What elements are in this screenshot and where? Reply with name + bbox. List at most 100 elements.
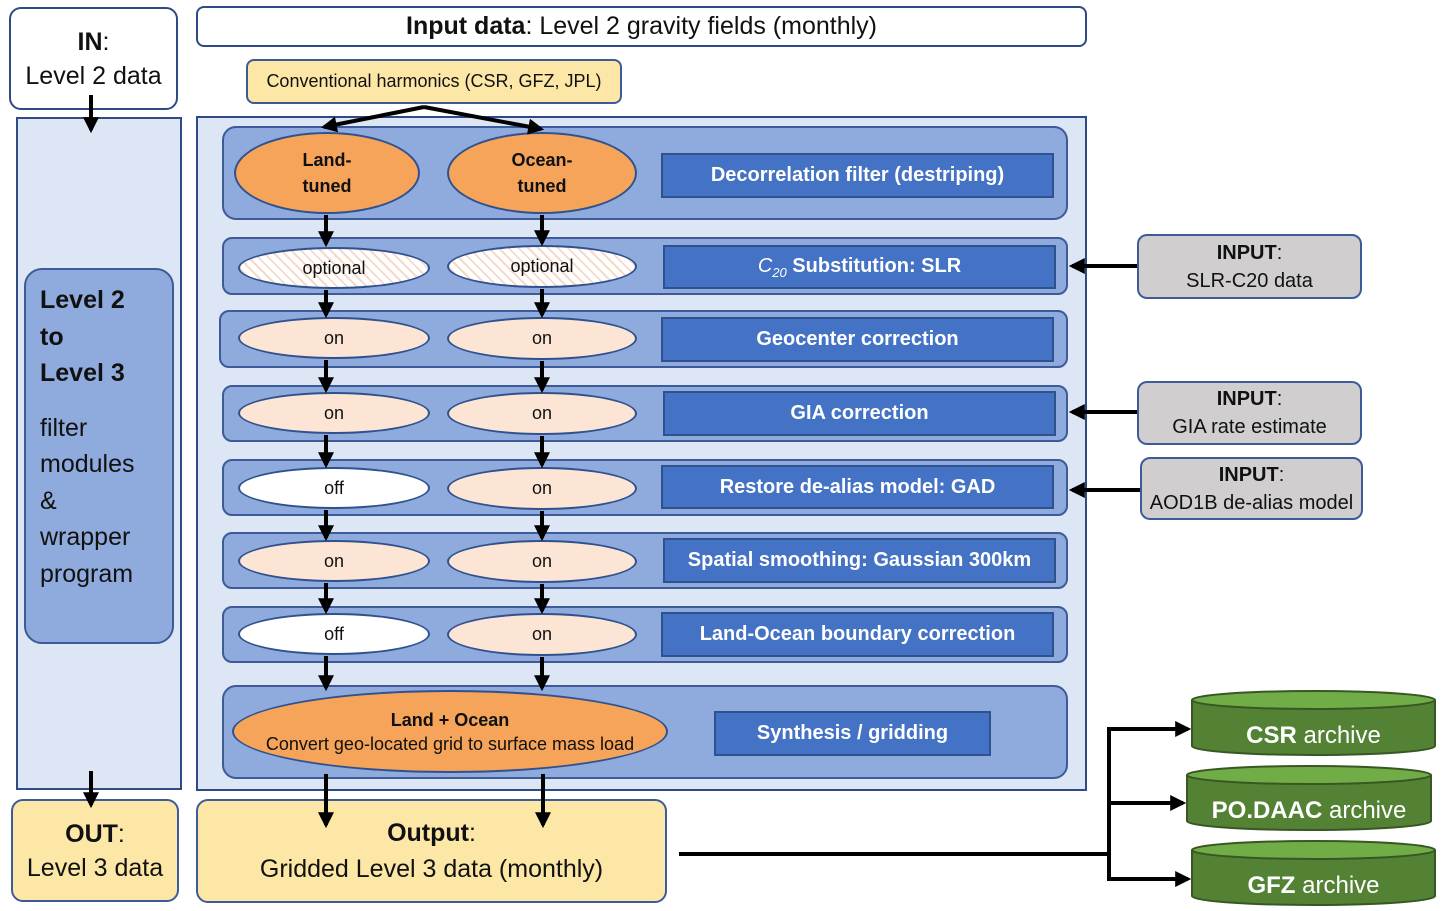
state-ocean-c20-label: optional	[510, 256, 574, 276]
module-smoothing-label: Spatial smoothing: Gaussian 300km	[687, 549, 1032, 571]
module-decorrelation-label: Decorrelation filter (destriping)	[710, 164, 1005, 186]
module-gia-label: GIA correction	[790, 402, 929, 424]
input-gia-label: INPUT	[1216, 388, 1277, 410]
side-body-5: program	[40, 559, 134, 588]
input-slr-label: INPUT	[1216, 241, 1277, 264]
state-land-smoothing-label: on	[323, 550, 345, 571]
output-colon: :	[468, 819, 476, 847]
in-label: IN	[77, 27, 103, 56]
input-data-text: : Level 2 gravity fields (monthly)	[525, 12, 877, 40]
state-land-geocenter: on	[238, 317, 430, 359]
archive-gfz-rest: archive	[1295, 872, 1380, 899]
state-land-smoothing: on	[238, 540, 430, 582]
arrow-harmonics-to-land	[320, 105, 425, 133]
state-ocean-geocenter-label: on	[531, 328, 553, 348]
archive-gfz-label: GFZ archive	[1191, 872, 1436, 900]
land-tuned-line1: Land-	[302, 150, 352, 170]
gfz-cylinder-shape	[1191, 840, 1436, 906]
harmonics-box: Conventional harmonics (CSR, GFZ, JPL)	[246, 59, 622, 104]
archive-csr-rest: archive	[1296, 722, 1381, 749]
input-aod1b: INPUT: AOD1B de-alias model	[1140, 457, 1363, 520]
oval-land-ocean: Land + Ocean Convert geo-located grid to…	[232, 690, 668, 773]
state-land-gad-label: off	[324, 477, 344, 498]
archive-podaac-rest: archive	[1322, 797, 1407, 824]
out-label: OUT	[65, 819, 118, 848]
c20-symbol: C	[757, 254, 773, 277]
output-sub: Gridded Level 3 data (monthly)	[259, 855, 604, 883]
land-ocean-title: Land + Ocean	[390, 709, 510, 730]
archive-gfz-bold: GFZ	[1247, 872, 1296, 899]
state-land-gad: off	[238, 467, 430, 509]
side-body-1: filter	[40, 413, 88, 442]
module-synthesis: Synthesis / gridding	[714, 711, 991, 756]
state-land-boundary-label: off	[324, 623, 344, 644]
state-ocean-gad-label: on	[531, 478, 553, 498]
state-land-c20: optional	[238, 247, 430, 289]
csr-cylinder-shape	[1191, 690, 1436, 756]
input-data-box: Input data: Level 2 gravity fields (mont…	[196, 6, 1087, 47]
output-label: Output	[387, 819, 469, 847]
land-tuned-line2: tuned	[302, 176, 352, 196]
out-colon: :	[117, 819, 125, 848]
side-body-2: modules	[40, 450, 135, 478]
module-boundary-label: Land-Ocean boundary correction	[699, 623, 1016, 645]
module-gia: GIA correction	[663, 391, 1056, 436]
c20-label: Substitution: SLR	[786, 254, 962, 277]
input-aod1b-label: INPUT	[1218, 463, 1279, 486]
module-c20: C20 Substitution: SLR	[663, 245, 1056, 289]
input-slr-sub: SLR-C20 data	[1186, 269, 1313, 292]
input-data-label: Input data	[406, 12, 526, 40]
harmonics-label: Conventional harmonics (CSR, GFZ, JPL)	[266, 71, 602, 91]
input-gia-sub: GIA rate estimate	[1172, 416, 1327, 438]
archive-csr-bold: CSR	[1246, 722, 1297, 749]
archive-podaac: PO.DAAC archive	[1186, 765, 1432, 831]
side-title-1: Level 2	[40, 286, 125, 314]
archive-podaac-label: PO.DAAC archive	[1186, 797, 1432, 825]
land-ocean-sub: Convert geo-located grid to surface mass…	[265, 733, 635, 754]
state-ocean-boundary: on	[447, 613, 637, 656]
side-body-3: &	[40, 486, 57, 515]
archive-podaac-bold: PO.DAAC	[1211, 797, 1323, 824]
side-title-2: to	[40, 322, 64, 351]
main-panel	[196, 116, 1087, 791]
state-ocean-c20: optional	[447, 245, 637, 288]
in-box: IN: Level 2 data	[9, 7, 178, 110]
state-ocean-smoothing-label: on	[531, 551, 553, 571]
state-ocean-boundary-label: on	[531, 624, 553, 644]
archive-csr-label: CSR archive	[1191, 722, 1436, 750]
out-box: OUT: Level 3 data	[11, 799, 179, 902]
arrow-harmonics-to-ocean	[423, 105, 545, 135]
module-geocenter-label: Geocenter correction	[756, 328, 959, 350]
ocean-tuned-line2: tuned	[517, 176, 567, 196]
side-body-4: wrapper	[40, 523, 131, 551]
module-geocenter: Geocenter correction	[661, 317, 1054, 362]
state-land-gia-label: on	[323, 402, 345, 423]
module-boundary: Land-Ocean boundary correction	[661, 612, 1054, 657]
in-sub: Level 2 data	[25, 61, 162, 90]
in-colon: :	[102, 27, 110, 56]
side-title-3: Level 3	[40, 359, 125, 387]
c20-subscript: 20	[772, 264, 787, 280]
state-land-boundary: off	[238, 613, 430, 655]
state-land-gia: on	[238, 392, 430, 434]
out-sub: Level 3 data	[26, 853, 164, 882]
state-land-c20-label: optional	[302, 257, 366, 278]
output-box: Output: Gridded Level 3 data (monthly)	[196, 799, 667, 903]
input-aod1b-sub: AOD1B de-alias model	[1149, 491, 1354, 514]
ocean-tuned-line1: Ocean-	[511, 150, 573, 170]
input-gia-colon: :	[1276, 388, 1283, 410]
oval-land-tuned: Land- tuned	[234, 132, 420, 214]
archive-csr: CSR archive	[1191, 690, 1436, 756]
input-aod1b-colon: :	[1278, 463, 1285, 486]
input-slr-colon: :	[1276, 241, 1283, 264]
podaac-cylinder-shape	[1186, 765, 1432, 831]
side-label-box: Level 2 to Level 3 filter modules & wrap…	[24, 268, 174, 644]
module-gad-label: Restore de-alias model: GAD	[719, 475, 996, 498]
input-gia-rate: INPUT: GIA rate estimate	[1137, 381, 1362, 445]
input-slr-c20: INPUT: SLR-C20 data	[1137, 234, 1362, 299]
module-smoothing: Spatial smoothing: Gaussian 300km	[663, 538, 1056, 583]
module-gad: Restore de-alias model: GAD	[661, 465, 1054, 509]
module-synthesis-label: Synthesis / gridding	[756, 722, 949, 744]
state-land-geocenter-label: on	[323, 327, 345, 348]
